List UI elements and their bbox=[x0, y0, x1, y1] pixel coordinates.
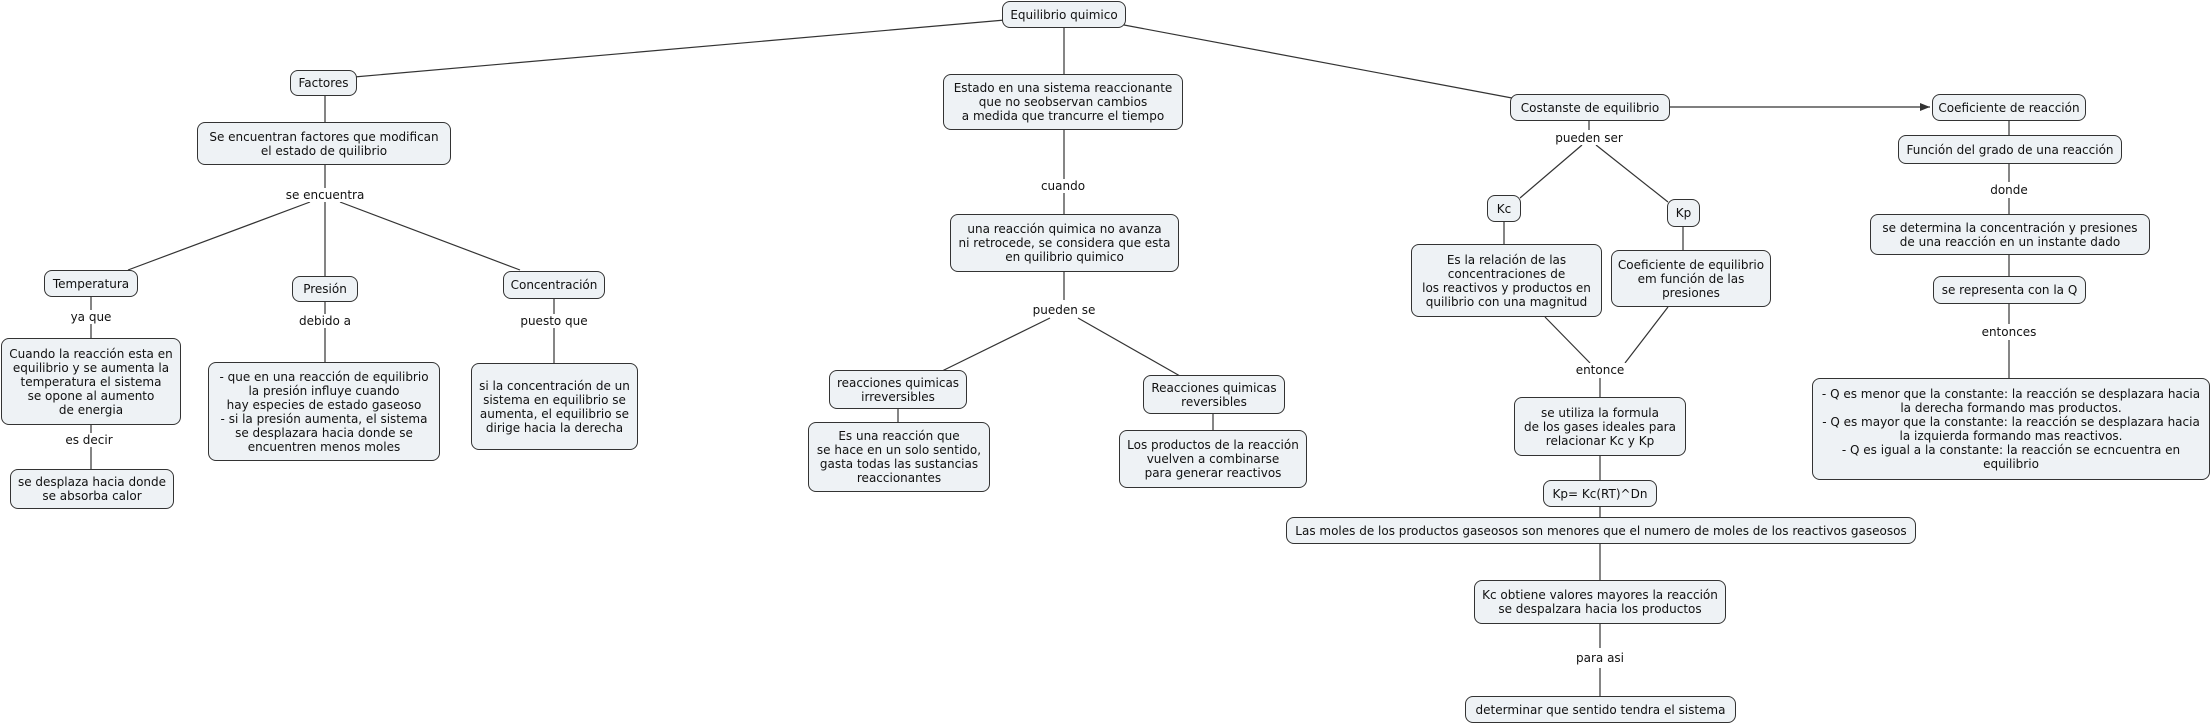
link-label-para-asi: para asi bbox=[1573, 651, 1627, 665]
node-reaccion-no-avanza[interactable]: una reacción quimica no avanza ni retroc… bbox=[950, 214, 1179, 272]
link-label-entonce: entonce bbox=[1573, 363, 1627, 377]
edge-to-kp bbox=[1595, 144, 1669, 203]
edge-root-constante bbox=[1123, 24, 1513, 99]
node-temperatura-desc[interactable]: Cuando la reacción esta en equilibrio y … bbox=[1, 338, 181, 425]
link-label-es-decir: es decir bbox=[63, 433, 115, 447]
node-kc-mayores[interactable]: Kc obtiene valores mayores la reacción s… bbox=[1474, 580, 1726, 624]
edge-kc-desc-entonce bbox=[1544, 316, 1591, 364]
node-kc-desc[interactable]: Es la relación de las concentraciones de… bbox=[1411, 244, 1602, 317]
node-coeficiente[interactable]: Coeficiente de reacción bbox=[1932, 94, 2086, 121]
edge-to-irreversibles bbox=[939, 317, 1051, 373]
node-q-desc[interactable]: - Q es menor que la constante: la reacci… bbox=[1812, 378, 2210, 480]
node-representa-q[interactable]: se representa con la Q bbox=[1933, 276, 2086, 304]
node-factores[interactable]: Factores bbox=[290, 70, 357, 96]
link-label-se-encuentra: se encuentra bbox=[283, 188, 367, 202]
node-moles[interactable]: Las moles de los productos gaseosos son … bbox=[1286, 517, 1916, 544]
edge-to-concentracion bbox=[339, 201, 521, 271]
node-irreversibles[interactable]: reacciones quimicas irreversibles bbox=[829, 370, 967, 409]
node-determinar[interactable]: determinar que sentido tendra el sistema bbox=[1465, 696, 1736, 723]
node-temperatura[interactable]: Temperatura bbox=[44, 270, 138, 297]
link-label-puesto-que: puesto que bbox=[518, 314, 590, 328]
link-label-entonces: entonces bbox=[1979, 325, 2039, 339]
link-label-ya-que: ya que bbox=[68, 310, 114, 324]
node-irreversibles-desc[interactable]: Es una reacción que se hace en un solo s… bbox=[808, 422, 990, 492]
node-constante[interactable]: Costanste de equilibrio bbox=[1510, 94, 1670, 121]
node-factores-desc[interactable]: Se encuentran factores que modifican el … bbox=[197, 122, 451, 165]
node-formula-gases[interactable]: se utiliza la formula de los gases ideal… bbox=[1514, 397, 1686, 456]
node-kp-formula[interactable]: Kp= Kc(RT)^Dn bbox=[1543, 480, 1657, 507]
node-kp[interactable]: Kp bbox=[1667, 199, 1700, 227]
node-presion[interactable]: Presión bbox=[292, 276, 358, 302]
node-reversibles-desc[interactable]: Los productos de la reacción vuelven a c… bbox=[1119, 430, 1307, 488]
link-label-pueden-se: pueden se bbox=[1030, 303, 1098, 317]
edge-root-factores bbox=[353, 19, 1006, 78]
node-temperatura-result[interactable]: se desplaza hacia donde se absorba calor bbox=[10, 469, 174, 509]
link-label-donde: donde bbox=[1988, 183, 2030, 197]
edge-to-kc bbox=[1519, 144, 1583, 199]
node-kc[interactable]: Kc bbox=[1487, 195, 1521, 222]
node-concentracion[interactable]: Concentración bbox=[503, 271, 605, 299]
node-determina-concentracion[interactable]: se determina la concentración y presione… bbox=[1870, 214, 2150, 255]
node-presion-desc[interactable]: - que en una reacción de equilibrio la p… bbox=[208, 362, 440, 461]
link-label-cuando: cuando bbox=[1038, 179, 1088, 193]
edge-to-temperatura bbox=[127, 201, 311, 271]
node-reversibles[interactable]: Reacciones quimicas reversibles bbox=[1143, 375, 1285, 414]
node-concentracion-desc[interactable]: si la concentración de un sistema en equ… bbox=[471, 363, 638, 450]
node-estado[interactable]: Estado en una sistema reaccionante que n… bbox=[943, 74, 1183, 130]
node-equilibrio-quimico[interactable]: Equilibrio quimico bbox=[1002, 1, 1126, 28]
link-label-pueden-ser: pueden ser bbox=[1553, 131, 1625, 145]
edge-to-reversibles bbox=[1077, 317, 1181, 377]
edge-kp-desc-entonce bbox=[1624, 306, 1669, 364]
link-label-debido-a: debido a bbox=[296, 314, 354, 328]
node-kp-desc[interactable]: Coeficiente de equilibrio em función de … bbox=[1611, 250, 1771, 307]
node-funcion[interactable]: Función del grado de una reacción bbox=[1898, 135, 2122, 164]
